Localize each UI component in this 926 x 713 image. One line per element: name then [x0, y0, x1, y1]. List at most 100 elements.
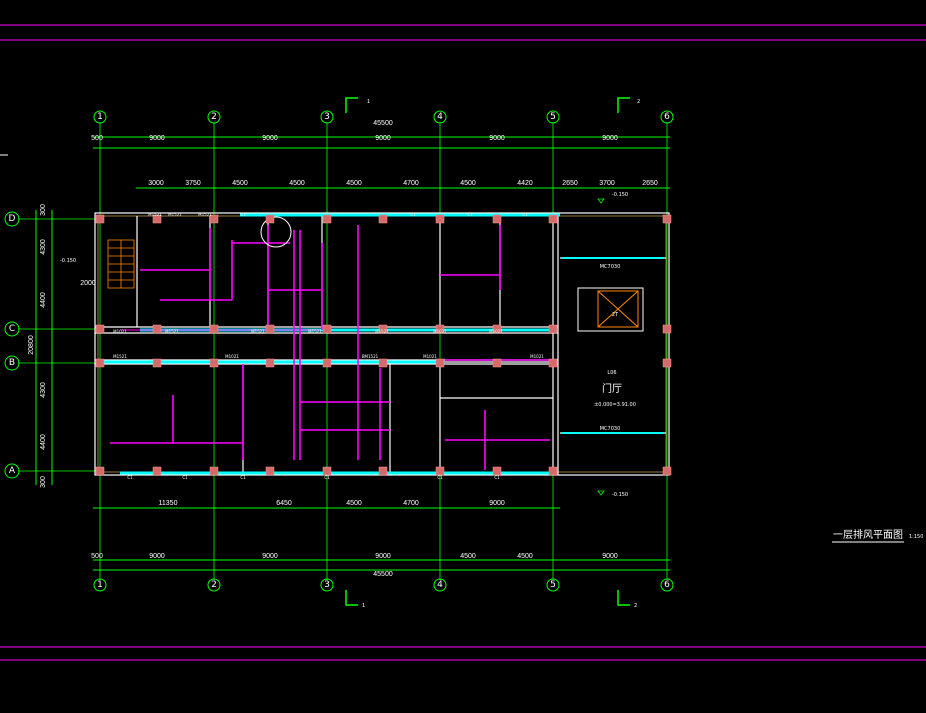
window-label: C1	[410, 212, 416, 217]
door-label: M1521	[168, 212, 182, 217]
dim-top-detail: 4500	[460, 180, 476, 187]
window-label: C1	[182, 475, 188, 480]
column	[492, 214, 502, 224]
window-label: C1	[127, 475, 133, 480]
axis-label: 1	[97, 580, 103, 590]
dim-bottom-grid: 9000	[375, 553, 391, 560]
column	[435, 324, 445, 334]
axis-bubble-1-top: 1	[93, 110, 107, 124]
dim-top-detail: 4700	[403, 180, 419, 187]
window-label: C1	[467, 212, 473, 217]
column	[378, 214, 388, 224]
window-label: C1	[240, 212, 246, 217]
axis-label: D	[9, 214, 16, 224]
column	[152, 324, 162, 334]
dim-top-detail: 4500	[232, 180, 248, 187]
axis-label: 2	[211, 112, 217, 122]
staircase	[107, 239, 135, 289]
drawing-title: 一层排风平面图	[833, 528, 903, 541]
door-label: M1521	[308, 329, 322, 334]
column	[548, 358, 558, 368]
door-label: M1521	[113, 354, 127, 359]
horizontal-grid-lines	[18, 218, 100, 472]
column	[209, 466, 219, 476]
axis-bubble-A: A	[4, 463, 20, 479]
column	[95, 358, 105, 368]
elevator-shaft	[577, 287, 644, 332]
axis-label: A	[9, 466, 16, 476]
lobby-label: 门厅	[602, 382, 622, 395]
door-label: M1521	[375, 329, 389, 334]
column	[662, 358, 672, 368]
dim-left-detail: 4300	[40, 239, 47, 255]
dim-left-detail: 300	[40, 204, 47, 216]
column	[95, 214, 105, 224]
dim-top-grid: 9000	[602, 135, 618, 142]
level-left: -0.150	[60, 258, 76, 264]
column	[662, 324, 672, 334]
axis-bubble-1-bottom: 1	[93, 578, 107, 592]
axis-label: 1	[97, 112, 103, 122]
duct-fan-circle	[260, 216, 292, 248]
door-label: M1521	[165, 329, 179, 334]
axis-bubble-B: B	[4, 355, 20, 371]
dim-top-detail: 4500	[289, 180, 305, 187]
axis-label: C	[9, 324, 15, 334]
axis-bubble-6-top: 6	[660, 110, 674, 124]
drawing-frame	[0, 24, 926, 661]
column	[378, 466, 388, 476]
door-label: M1021	[489, 329, 503, 334]
dim-top-detail: 2650	[642, 180, 658, 187]
dim-bottom-grid: 4500	[460, 553, 476, 560]
column	[492, 466, 502, 476]
axis-label: 4	[437, 580, 443, 590]
column	[209, 324, 219, 334]
dim-top-detail: 2650	[562, 180, 578, 187]
axis-label: 5	[550, 112, 556, 122]
window-label: C1	[437, 475, 443, 480]
column	[95, 324, 105, 334]
door-label: M1521	[148, 212, 162, 217]
column	[322, 466, 332, 476]
door-label: M1521	[251, 329, 265, 334]
dim-left-detail: 4300	[40, 382, 47, 398]
column	[378, 324, 388, 334]
dim-left-detail: 4400	[40, 434, 47, 450]
mc-label-top: MC7030	[600, 264, 621, 270]
axis-bubble-2-top: 2	[207, 110, 221, 124]
window-label: C1	[522, 212, 528, 217]
dim-top-overall: 45500	[373, 120, 393, 127]
axis-bubble-6-bottom: 6	[660, 578, 674, 592]
dim-bottom-grid: 9000	[149, 553, 165, 560]
axis-bubble-C: C	[4, 321, 20, 337]
dim-top-grid: 9000	[375, 135, 391, 142]
section-1-top: 1	[367, 99, 370, 105]
dim-top-grid: 9000	[489, 135, 505, 142]
column	[322, 214, 332, 224]
door-label: M1021	[225, 354, 239, 359]
column	[492, 324, 502, 334]
axis-label: 3	[324, 112, 330, 122]
door-label: M1021	[423, 354, 437, 359]
drawing-scale: 1:150	[909, 534, 923, 540]
dim-top-grid: 9000	[262, 135, 278, 142]
dim-bottom-detail: 6450	[276, 500, 292, 507]
windows	[100, 213, 664, 475]
column	[548, 214, 558, 224]
dim-left-detail: 2000	[80, 280, 96, 287]
column	[435, 466, 445, 476]
axis-label: 6	[664, 112, 670, 122]
column	[548, 466, 558, 476]
door-label: BM1521	[362, 354, 379, 359]
window-label: C1	[240, 475, 246, 480]
column	[265, 324, 275, 334]
axis-bubble-4-top: 4	[433, 110, 447, 124]
column	[322, 324, 332, 334]
window-label: C1	[494, 475, 500, 480]
dim-bottom-detail: 9000	[489, 500, 505, 507]
exhaust-ducts	[110, 225, 553, 470]
dim-bottom-detail: 11350	[159, 500, 178, 507]
